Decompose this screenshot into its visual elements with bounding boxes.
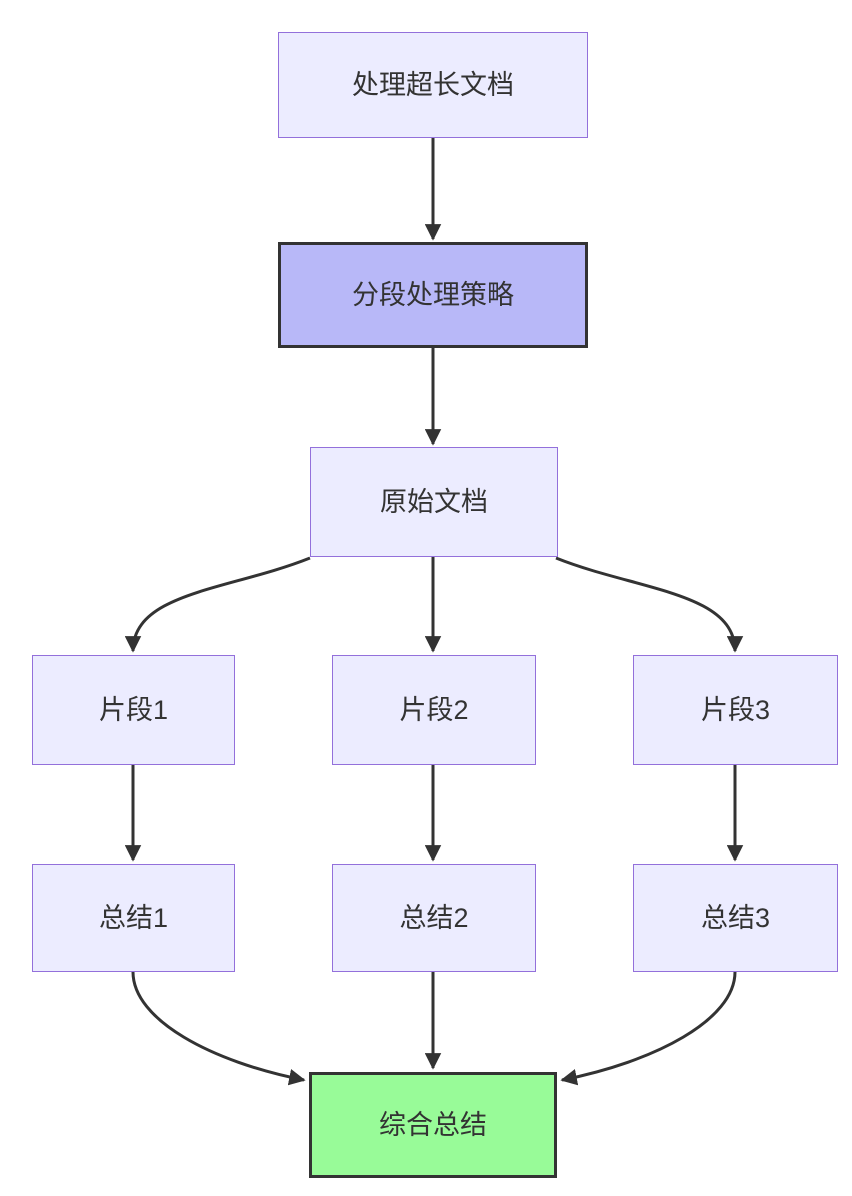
node-original-document: 原始文档 <box>310 447 558 557</box>
node-summary-1: 总结1 <box>32 864 235 972</box>
node-handle-long-document: 处理超长文档 <box>278 32 588 138</box>
node-fragment-1: 片段1 <box>32 655 235 765</box>
edge-c-d1 <box>124 556 311 653</box>
node-summary-3: 总结3 <box>633 864 838 972</box>
edge-e3-f <box>560 971 737 1086</box>
node-combined-summary: 综合总结 <box>309 1072 557 1178</box>
node-summary-2: 总结2 <box>332 864 536 972</box>
node-fragment-3: 片段3 <box>633 655 838 765</box>
node-fragment-2: 片段2 <box>332 655 536 765</box>
edge-e1-f <box>131 971 306 1086</box>
node-segmentation-strategy: 分段处理策略 <box>278 242 588 348</box>
edge-c-d3 <box>555 556 744 653</box>
